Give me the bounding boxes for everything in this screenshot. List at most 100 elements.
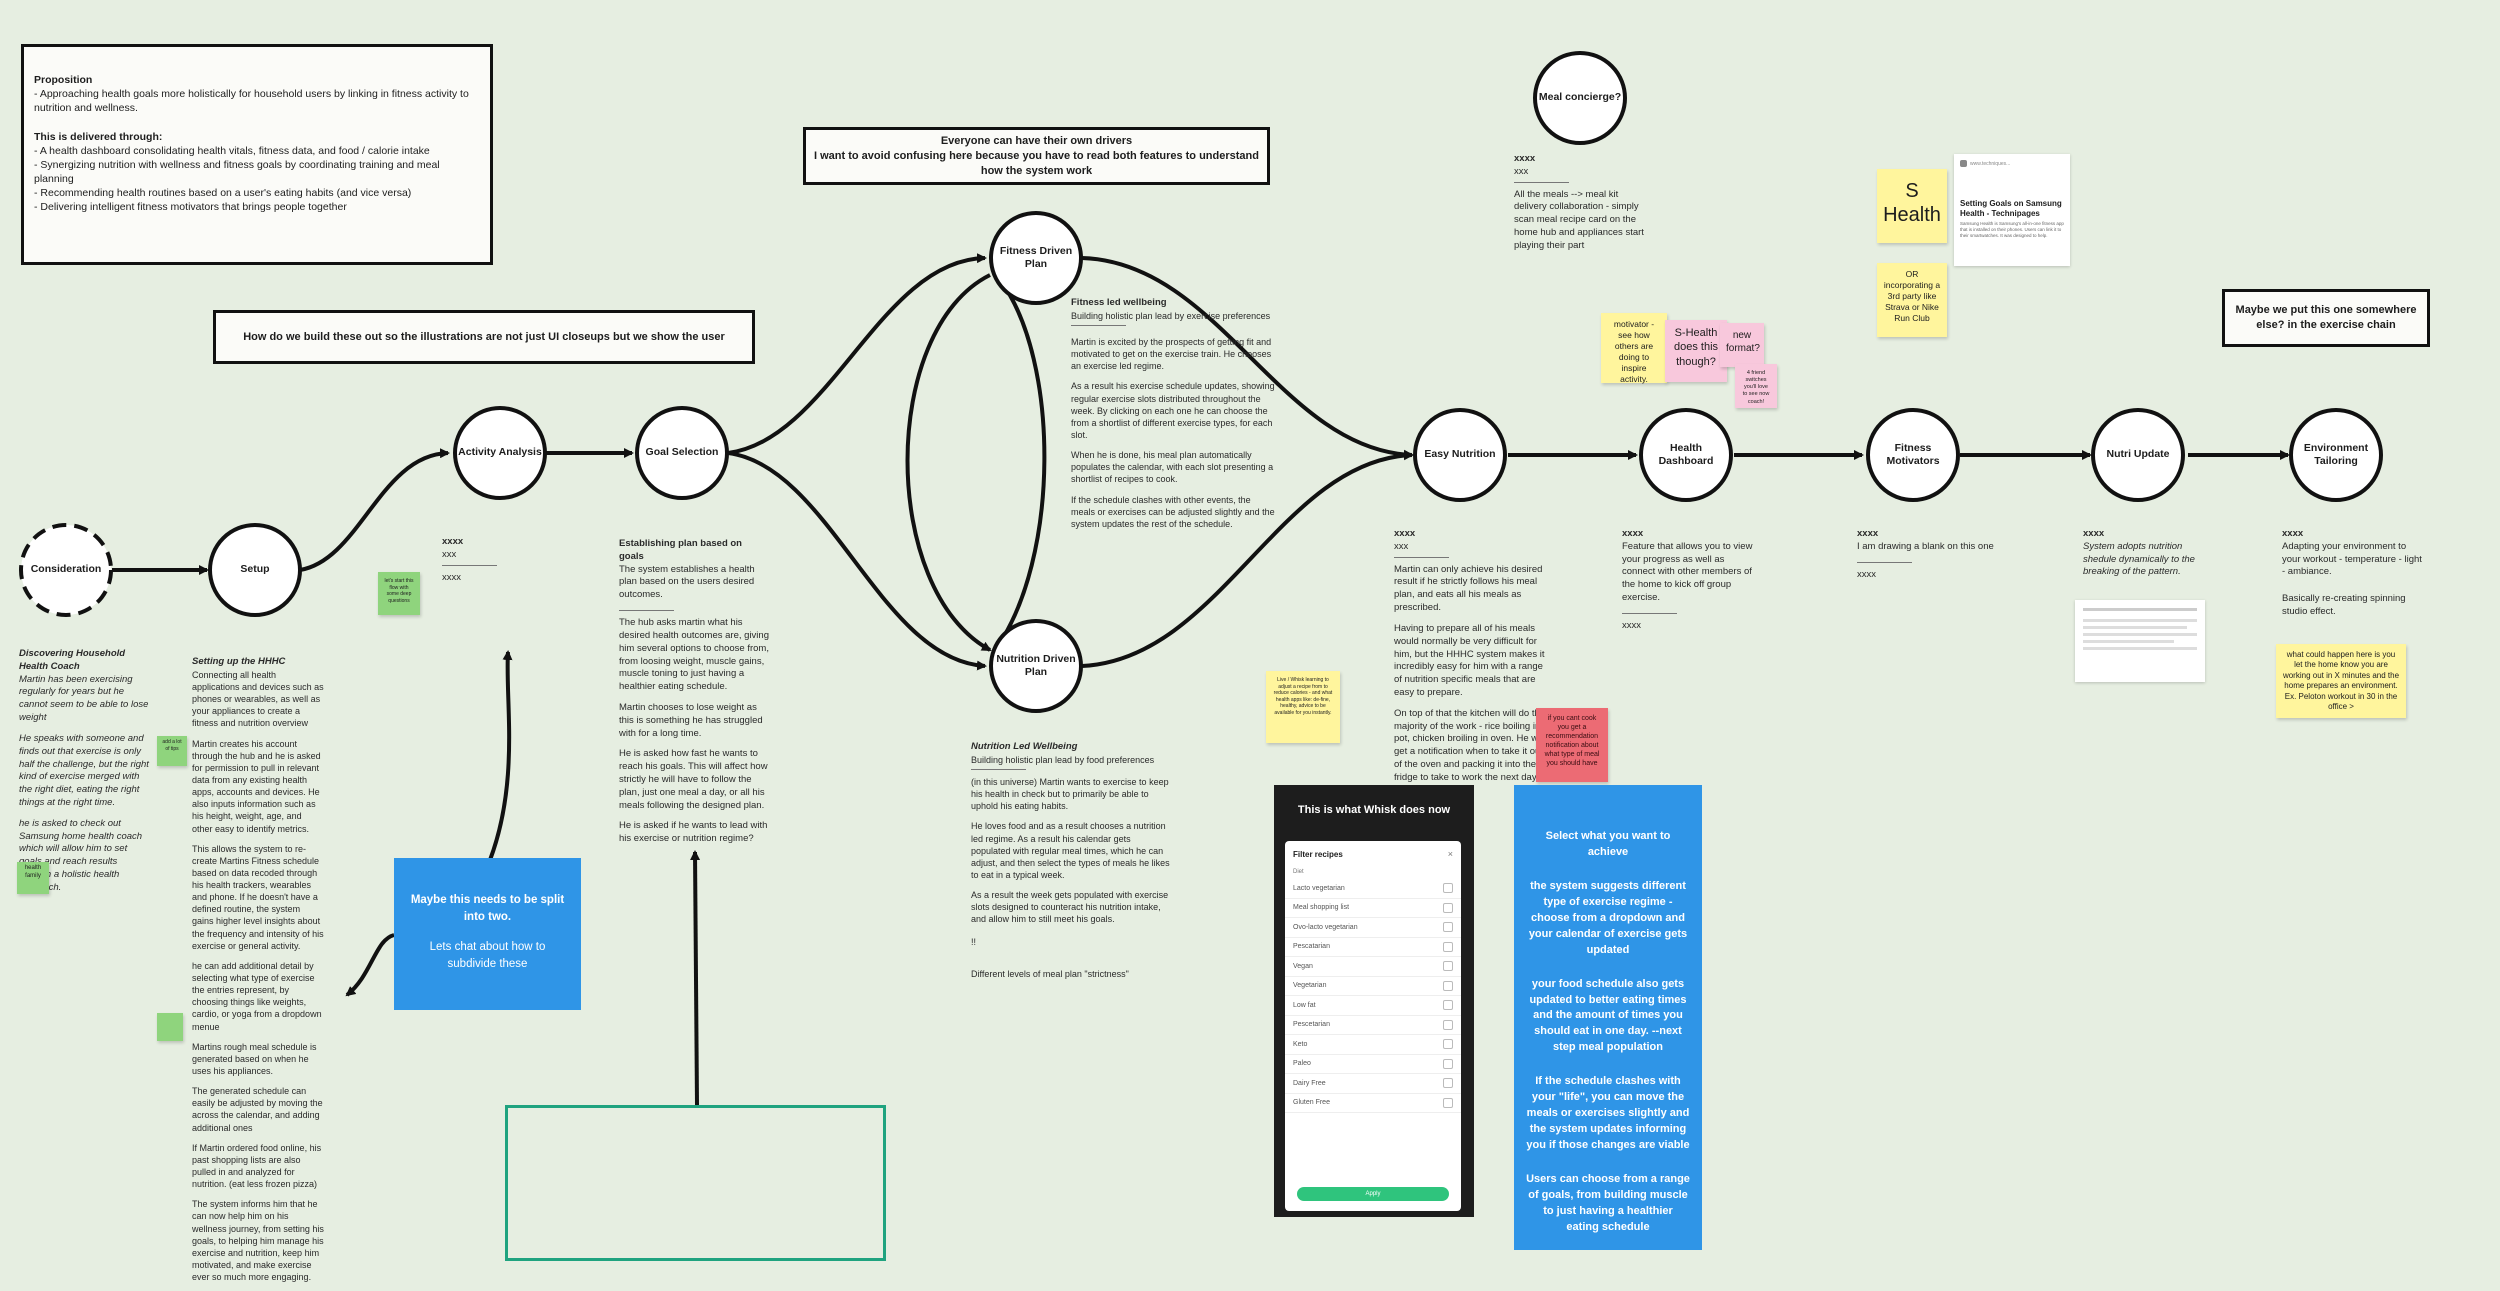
sticky-s-health[interactable]: S Health xyxy=(1877,169,1947,243)
link-icon xyxy=(1960,160,1967,167)
article-source: www.techniques... xyxy=(1970,160,2011,167)
empty-placeholder-frame[interactable] xyxy=(505,1105,886,1261)
whisk-filter-option-label: Gluten Free xyxy=(1293,1099,1330,1107)
whisk-filter-option[interactable]: Pescetarian xyxy=(1285,1016,1461,1035)
flow-node-fitness-motivators[interactable] xyxy=(1866,408,1960,502)
arrow-green-to-goal xyxy=(690,850,701,1106)
whisk-apply-button[interactable]: Apply xyxy=(1297,1187,1449,1201)
checkbox-icon[interactable] xyxy=(1443,1039,1453,1050)
checkbox-icon[interactable] xyxy=(1443,883,1453,894)
proposition-bullet: - Recommending health routines based on … xyxy=(34,187,412,200)
arrow-blue-to-left xyxy=(345,933,395,997)
flow-node-label: Consideration xyxy=(30,563,102,576)
note-para: Connecting all health applications and d… xyxy=(192,669,324,729)
sticky-text: if you cant cook you get a recommendatio… xyxy=(1544,715,1600,768)
sticky-green-1[interactable]: let's start this flow with some deep que… xyxy=(378,572,420,615)
note-para: Martin has been exercising regularly for… xyxy=(19,673,149,724)
checkbox-icon[interactable] xyxy=(1443,1097,1453,1108)
flow-node-consideration[interactable] xyxy=(19,523,113,617)
sticky-text: S-Health does this though? xyxy=(1673,327,1719,368)
blue-card-title: Maybe this needs to be split into two. xyxy=(410,894,565,923)
note-line: xxx xyxy=(1514,165,1529,177)
flow-node-easy-nutrition[interactable] xyxy=(1413,408,1507,502)
note-title: Discovering Household Health Coach xyxy=(19,648,126,672)
flow-node-label: Goal Selection xyxy=(645,446,719,459)
note-para: Feature that allows you to view your pro… xyxy=(1622,540,1753,604)
note-meal-concierge: xxxx xxx All the meals --> meal kit deli… xyxy=(1514,153,1644,261)
checkbox-icon[interactable] xyxy=(1443,902,1453,913)
checkbox-icon[interactable] xyxy=(1443,1019,1453,1030)
checkbox-icon[interactable] xyxy=(1443,1058,1453,1069)
blue-card-body: Lets chat about how to subdivide these xyxy=(429,941,546,971)
sticky-s-health-question[interactable]: S-Health does this though? xyxy=(1665,320,1727,382)
flow-node-meal-concierge[interactable] xyxy=(1533,51,1627,145)
checkbox-icon[interactable] xyxy=(1443,1000,1453,1011)
note-line: xxxx xyxy=(442,571,461,583)
flow-node-label: Setup xyxy=(240,563,270,576)
note-para: The generated schedule can easily be adj… xyxy=(192,1086,323,1133)
article-link-card[interactable]: www.techniques... Setting Goals on Samsu… xyxy=(1954,154,2070,266)
checkbox-icon[interactable] xyxy=(1443,1078,1453,1089)
sticky-strava[interactable]: OR incorporating a 3rd party like Strava… xyxy=(1877,263,1947,337)
sticky-green-3[interactable]: health family xyxy=(17,862,49,894)
whisk-modal-title: Filter recipes xyxy=(1293,849,1343,859)
note-para: (in this universe) Martin wants to exerc… xyxy=(971,776,1169,812)
whisk-filter-option[interactable]: Keto xyxy=(1285,1035,1461,1055)
sticky-text: OR incorporating a 3rd party like Strava… xyxy=(1883,269,1941,324)
flow-node-label: Fitness Driven Plan xyxy=(999,244,1073,270)
flow-node-label: Environment Tailoring xyxy=(2303,441,2369,467)
sticky-text: add a lot of tips xyxy=(162,739,182,752)
whisk-filter-option[interactable]: Paleo xyxy=(1285,1055,1461,1074)
whisk-filter-option[interactable]: Vegetarian xyxy=(1285,977,1461,996)
whisk-filter-option[interactable]: Meal shopping list xyxy=(1285,899,1461,918)
whisk-filter-screenshot[interactable]: This is what Whisk does now Filter recip… xyxy=(1274,785,1474,1217)
sticky-yellow-left[interactable]: Live / Whisk learning to adjust a recipe… xyxy=(1266,671,1340,743)
sticky-new-format[interactable]: new format? xyxy=(1720,323,1764,367)
split-discussion-card[interactable]: Maybe this needs to be split into two. L… xyxy=(394,858,581,1010)
whisk-filter-option[interactable]: Vegan xyxy=(1285,957,1461,977)
exercise-chain-callout: Maybe we put this one somewhere else? in… xyxy=(2222,289,2430,347)
checkbox-icon[interactable] xyxy=(1443,961,1453,972)
sticky-environment[interactable]: what could happen here is you let the ho… xyxy=(2276,644,2406,718)
sticky-motivator[interactable]: motivator - see how others are doing to … xyxy=(1601,313,1667,384)
whisk-filter-option[interactable]: Lacto vegetarian xyxy=(1285,879,1461,899)
flow-node-fitness-plan[interactable] xyxy=(989,211,1083,305)
sticky-pink-small[interactable]: 4 friend switches you'll love to see now… xyxy=(1735,364,1777,408)
whisk-filter-option[interactable]: Dairy Free xyxy=(1285,1074,1461,1094)
whisk-filter-option[interactable]: Pescatarian xyxy=(1285,938,1461,957)
note-line: xxxx xyxy=(1857,568,1876,580)
checkbox-icon[interactable] xyxy=(1443,941,1453,952)
note-para: This allows the system to re-create Mart… xyxy=(192,843,324,951)
arrow-blue-to-setup xyxy=(488,650,513,861)
note-para: he can add additional detail by selectin… xyxy=(192,960,322,1032)
sticky-green-empty[interactable] xyxy=(157,1013,183,1041)
flow-node-nutri-update[interactable] xyxy=(2091,408,2185,502)
exercise-chain-text: Maybe we put this one somewhere else? in… xyxy=(2235,304,2417,331)
whisk-filter-option[interactable]: Low fat xyxy=(1285,996,1461,1016)
note-environment: xxxx Adapting your environment to your w… xyxy=(2282,528,2422,627)
note-line: xxx xyxy=(442,548,457,560)
whisk-filter-option-label: Meal shopping list xyxy=(1293,904,1350,912)
flow-node-goal[interactable] xyxy=(635,406,729,500)
flow-node-setup[interactable] xyxy=(208,523,302,617)
note-para: When he is done, his meal plan automatic… xyxy=(1071,450,1274,485)
system-summary-card[interactable]: Select what you want to achieve the syst… xyxy=(1514,785,1702,1250)
flow-node-health-dashboard[interactable] xyxy=(1639,408,1733,502)
checkbox-icon[interactable] xyxy=(1443,922,1453,933)
flow-node-environment[interactable] xyxy=(2289,408,2383,502)
note-para: Martin creates his account through the h… xyxy=(192,738,321,834)
note-para: Having to prepare all of his meals would… xyxy=(1394,622,1545,698)
sticky-red-cook[interactable]: if you cant cook you get a recommendatio… xyxy=(1536,708,1608,782)
nutri-update-screenshot[interactable] xyxy=(2075,600,2205,682)
close-icon[interactable]: × xyxy=(1447,849,1453,859)
flow-node-label: Easy Nutrition xyxy=(1424,448,1496,461)
whisk-filter-option[interactable]: Gluten Free xyxy=(1285,1094,1461,1113)
whisk-filter-option[interactable]: Ovo-lacto vegetarian xyxy=(1285,918,1461,938)
flow-node-nutrition-plan[interactable] xyxy=(989,619,1083,713)
summary-para: your food schedule also gets updated to … xyxy=(1529,977,1687,1054)
flow-node-activity[interactable] xyxy=(453,406,547,500)
sticky-green-2[interactable]: add a lot of tips xyxy=(157,736,187,766)
checkbox-icon[interactable] xyxy=(1443,980,1453,991)
note-para: System adopts nutrition shedule dynamica… xyxy=(2083,540,2195,578)
